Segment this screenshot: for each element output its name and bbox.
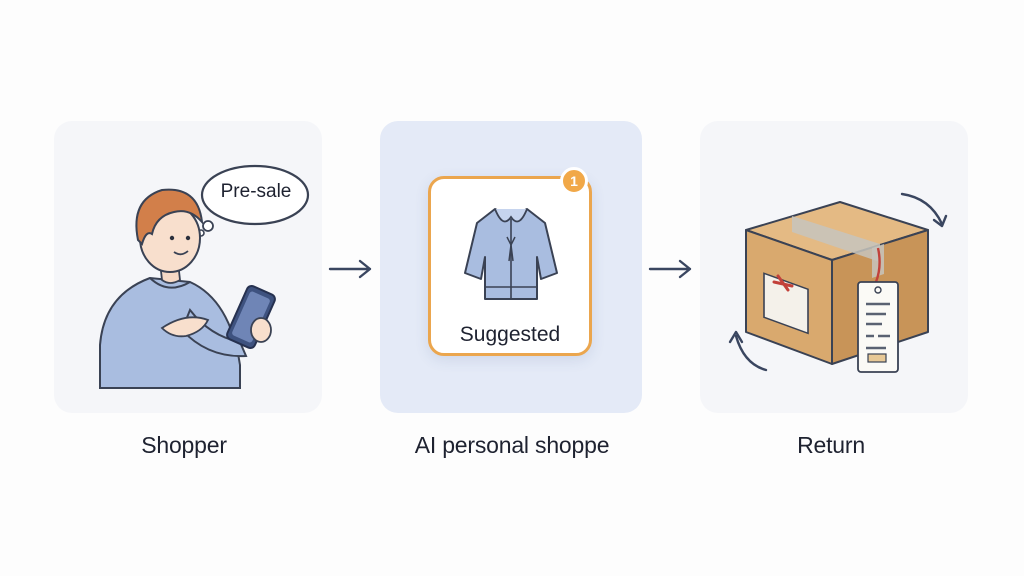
arrow-right-icon <box>648 259 692 279</box>
tablet-icon <box>226 285 276 349</box>
notification-badge: 1 <box>560 167 588 195</box>
return-caption: Return <box>797 432 865 458</box>
suggested-label: Suggested <box>459 323 561 346</box>
ai-shopper-caption: AI personal shoppe <box>414 432 610 458</box>
shopper-caption: Shopper <box>141 432 227 458</box>
suggestion-card[interactable]: Suggested <box>428 176 592 356</box>
jacket-icon <box>464 208 558 300</box>
speech-bubble-text: Pre-sale <box>220 181 292 202</box>
arrow-right-icon <box>328 259 372 279</box>
cycle-arrow-icon <box>728 192 948 372</box>
speech-bubble-icon <box>197 164 310 237</box>
box-icon <box>728 192 948 373</box>
person-icon <box>99 164 310 389</box>
